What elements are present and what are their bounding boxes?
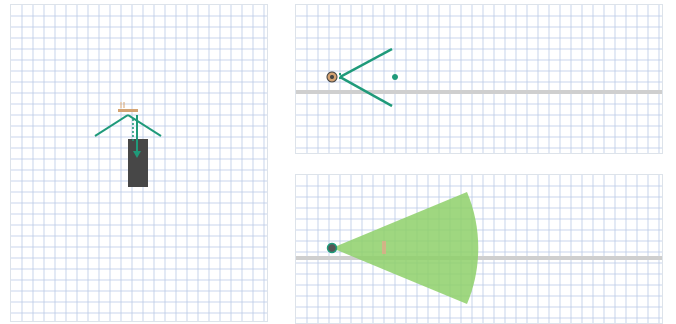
sensor-cone-canvas [296,175,662,323]
grid [296,5,662,153]
robot-gripper-top [94,114,162,158]
top-down-view-panel [10,4,268,322]
sensor-cone [332,192,479,304]
side-view-panel [295,4,663,154]
sensor-cone-panel [295,174,663,324]
target-marker [118,102,138,112]
detected-object [382,241,386,254]
robot-head [326,71,338,83]
grid [296,175,662,323]
ground-line [296,90,662,94]
ground-line [296,256,662,260]
top-down-canvas [11,5,267,321]
target-point [392,74,398,80]
sensor-origin [326,242,338,254]
grid [11,5,267,321]
side-view-canvas [296,5,662,153]
robot-gripper-side [339,47,393,108]
